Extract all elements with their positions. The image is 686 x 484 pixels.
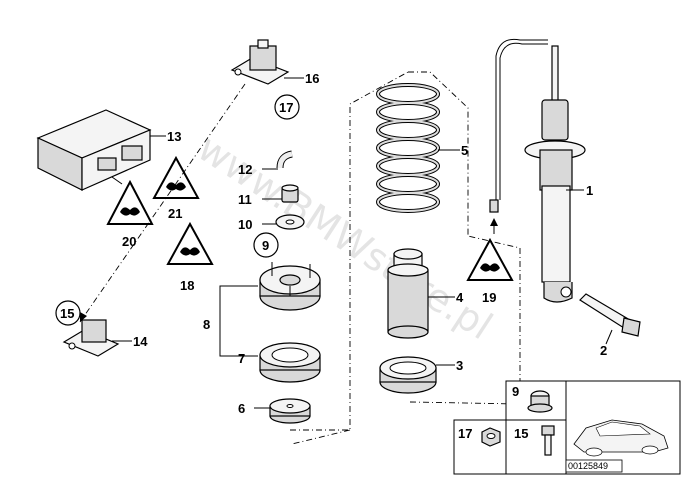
callout-circle-15 — [55, 300, 81, 326]
label-1: 1 — [586, 183, 593, 198]
warning-triangle-19 — [466, 237, 514, 281]
control-unit[interactable] — [36, 109, 152, 191]
label-2: 2 — [600, 343, 607, 358]
spring-pad-3[interactable] — [379, 356, 437, 394]
label-16: 16 — [305, 71, 319, 86]
inset-screw-15 — [541, 425, 555, 456]
label-15: 15 — [60, 306, 74, 321]
bolt-2[interactable] — [579, 293, 641, 337]
label-21: 21 — [168, 206, 182, 221]
coil-spring-5[interactable] — [376, 83, 440, 213]
label-8: 8 — [203, 317, 210, 332]
callout-circle-17 — [274, 94, 300, 120]
warning-triangle-20 — [106, 179, 154, 225]
label-10: 10 — [238, 217, 252, 232]
label-13: 13 — [167, 129, 181, 144]
inset-label-15: 15 — [514, 426, 528, 441]
label-18: 18 — [180, 278, 194, 293]
label-7: 7 — [238, 351, 245, 366]
height-sensor-top[interactable] — [230, 39, 290, 85]
label-11: 11 — [238, 192, 252, 207]
nut-11[interactable] — [281, 184, 299, 203]
callout-circle-9 — [253, 232, 279, 258]
watermark: www.BMWstore.pl — [190, 126, 500, 349]
wiring-harness — [489, 38, 548, 234]
car-silhouette — [573, 419, 669, 457]
diagram-number: 00125849 — [568, 461, 608, 471]
label-19: 19 — [482, 290, 496, 305]
warning-triangle-21 — [152, 155, 200, 199]
label-5: 5 — [461, 143, 468, 158]
cap-6[interactable] — [269, 398, 311, 424]
warning-triangle-18 — [166, 221, 214, 265]
rubber-bearing-7[interactable] — [259, 342, 321, 383]
label-14: 14 — [133, 334, 148, 349]
inset-nut-17 — [481, 427, 501, 447]
shock-absorber-1[interactable] — [524, 45, 586, 303]
label-3: 3 — [456, 358, 463, 373]
washer-10[interactable] — [275, 214, 305, 230]
inset-label-9: 9 — [512, 384, 519, 399]
label-6: 6 — [238, 401, 245, 416]
label-20: 20 — [122, 234, 136, 249]
pipe-fitting-12[interactable] — [276, 150, 293, 169]
label-4: 4 — [456, 290, 464, 305]
height-sensor-bottom[interactable] — [62, 319, 120, 357]
inset-label-17: 17 — [458, 426, 472, 441]
label-12: 12 — [238, 162, 252, 177]
inset-nut-9 — [527, 390, 553, 413]
label-9: 9 — [262, 238, 269, 253]
strut-mount-8[interactable] — [259, 262, 321, 311]
label-17: 17 — [279, 100, 293, 115]
bump-stop-4[interactable] — [387, 248, 429, 339]
